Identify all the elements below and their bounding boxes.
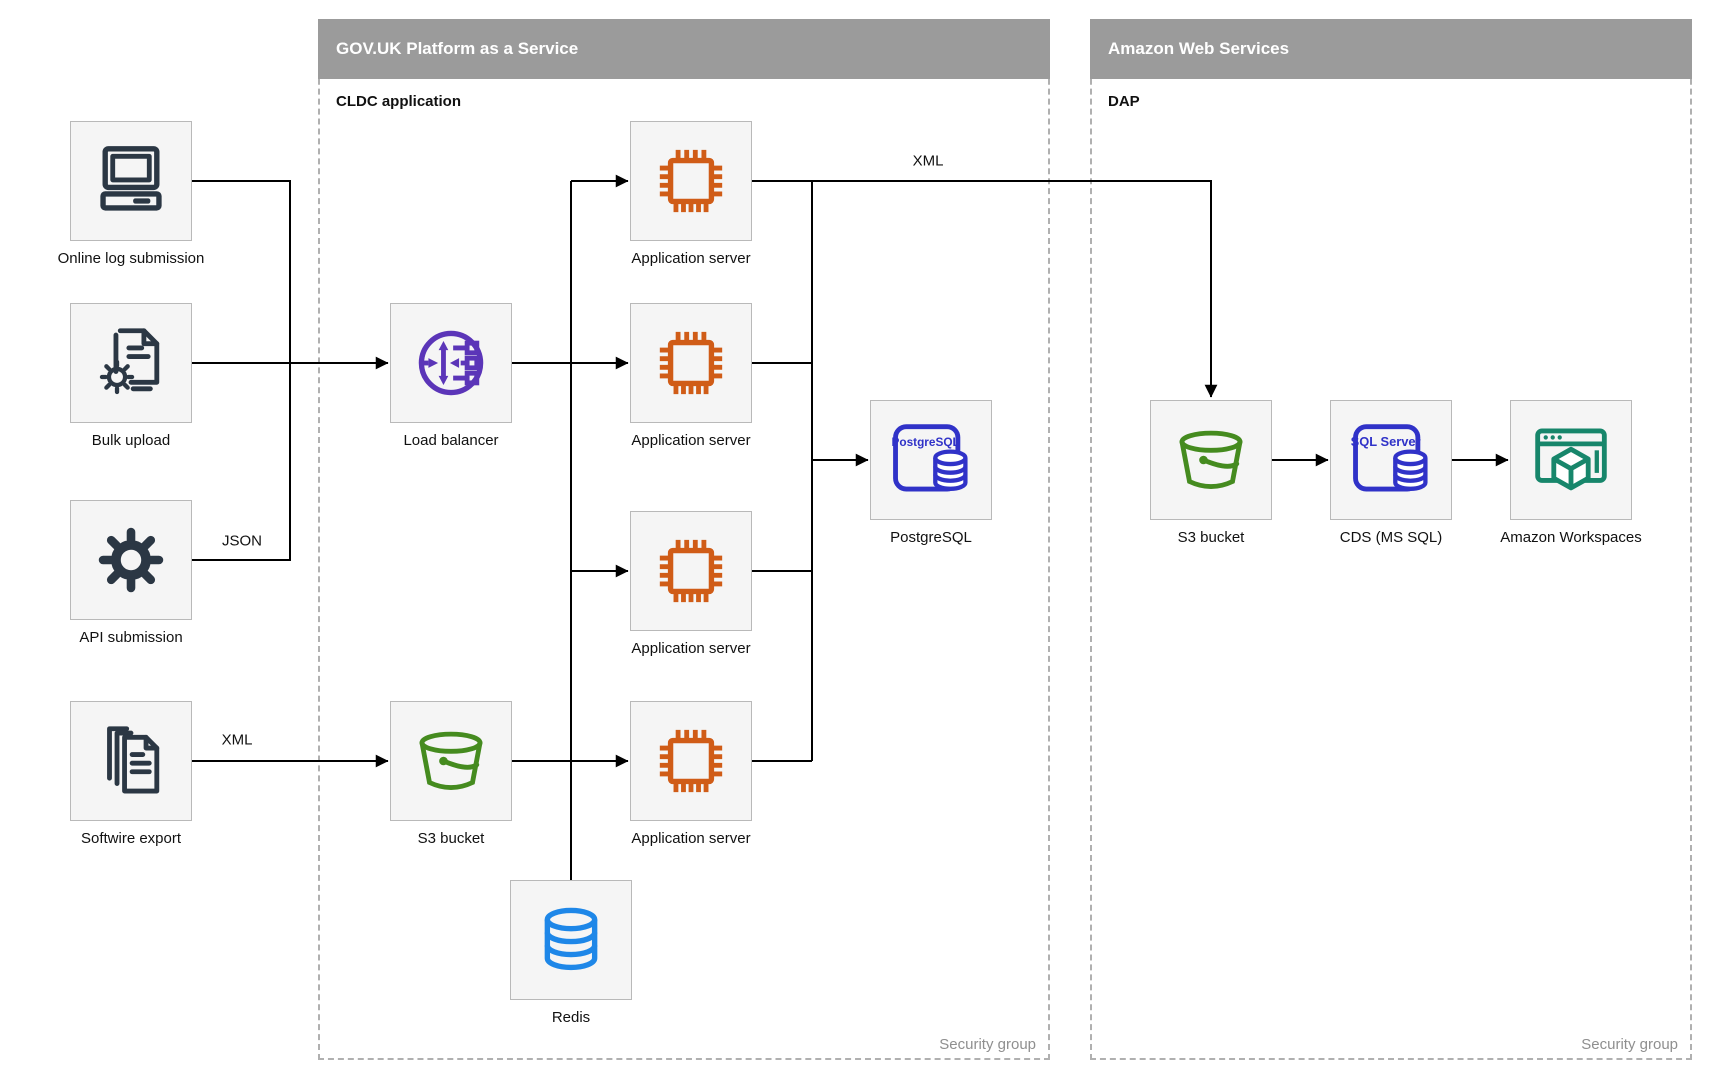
document-gear-icon bbox=[99, 328, 160, 395]
paas-header: GOV.UK Platform as a Service bbox=[318, 19, 1050, 79]
edge-app1-xml-to-aws-s3 bbox=[752, 180, 1218, 398]
node-softwire-export bbox=[70, 701, 192, 821]
node-online-log-submission-label: Online log submission bbox=[57, 250, 205, 267]
node-postgresql: PostgreSQL bbox=[870, 400, 992, 520]
postgresql-database-icon: PostgreSQL bbox=[891, 424, 968, 492]
gear-icon bbox=[98, 527, 164, 593]
node-application-server-2 bbox=[630, 303, 752, 423]
load-balancer-icon bbox=[418, 330, 484, 396]
edge-label-json: JSON bbox=[221, 532, 263, 550]
workspaces-icon bbox=[1535, 428, 1607, 491]
node-postgresql-label: PostgreSQL bbox=[890, 529, 972, 546]
node-s3-bucket-paas-label: S3 bucket bbox=[417, 830, 485, 847]
node-bulk-upload bbox=[70, 303, 192, 423]
edge-label-xml-app: XML bbox=[912, 152, 944, 170]
node-application-server-3-label: Application server bbox=[631, 640, 751, 657]
node-amazon-workspaces bbox=[1510, 400, 1632, 520]
database-icon bbox=[544, 907, 598, 971]
node-application-server-3 bbox=[630, 511, 752, 631]
desktop-computer-icon bbox=[100, 146, 162, 211]
svg-text:SQL Server: SQL Server bbox=[1351, 434, 1421, 449]
node-amazon-workspaces-label: Amazon Workspaces bbox=[1500, 529, 1642, 546]
node-api-submission bbox=[70, 500, 192, 620]
node-s3-bucket-paas bbox=[390, 701, 512, 821]
node-application-server-1 bbox=[630, 121, 752, 241]
chip-icon bbox=[659, 149, 723, 213]
aws-sublabel: DAP bbox=[1108, 93, 1140, 110]
node-load-balancer-label: Load balancer bbox=[403, 432, 499, 449]
aws-header: Amazon Web Services bbox=[1090, 19, 1692, 79]
node-application-server-4-label: Application server bbox=[631, 830, 751, 847]
chip-icon bbox=[659, 331, 723, 395]
paas-security-group-label: Security group bbox=[939, 1036, 1036, 1053]
node-application-server-1-label: Application server bbox=[631, 250, 751, 267]
chip-icon bbox=[659, 539, 723, 603]
documents-stack-icon bbox=[107, 726, 160, 794]
node-load-balancer bbox=[390, 303, 512, 423]
node-s3-bucket-aws bbox=[1150, 400, 1272, 520]
node-redis-label: Redis bbox=[551, 1009, 591, 1026]
svg-text:PostgreSQL: PostgreSQL bbox=[891, 435, 959, 449]
node-online-log-submission bbox=[70, 121, 192, 241]
node-application-server-4 bbox=[630, 701, 752, 821]
node-bulk-upload-label: Bulk upload bbox=[91, 432, 171, 449]
node-api-submission-label: API submission bbox=[79, 629, 183, 646]
chip-icon bbox=[659, 729, 723, 793]
paas-container: GOV.UK Platform as a Service CLDC applic… bbox=[318, 19, 1050, 1060]
node-cds-mssql-label: CDS (MS SQL) bbox=[1339, 529, 1443, 546]
s3-bucket-icon bbox=[1179, 430, 1243, 490]
node-application-server-2-label: Application server bbox=[631, 432, 751, 449]
aws-security-group-label: Security group bbox=[1581, 1036, 1678, 1053]
node-softwire-export-label: Softwire export bbox=[80, 830, 182, 847]
node-s3-bucket-aws-label: S3 bucket bbox=[1177, 529, 1245, 546]
s3-bucket-icon bbox=[419, 731, 483, 791]
node-cds-mssql: SQL Server bbox=[1330, 400, 1452, 520]
aws-container: Amazon Web Services DAP Security group bbox=[1090, 19, 1692, 1060]
paas-sublabel: CLDC application bbox=[336, 93, 462, 110]
edge-sources-merge bbox=[192, 180, 291, 561]
node-redis bbox=[510, 880, 632, 1000]
edge-label-xml-softwire: XML bbox=[221, 731, 253, 749]
sql-server-database-icon: SQL Server bbox=[1351, 424, 1428, 492]
